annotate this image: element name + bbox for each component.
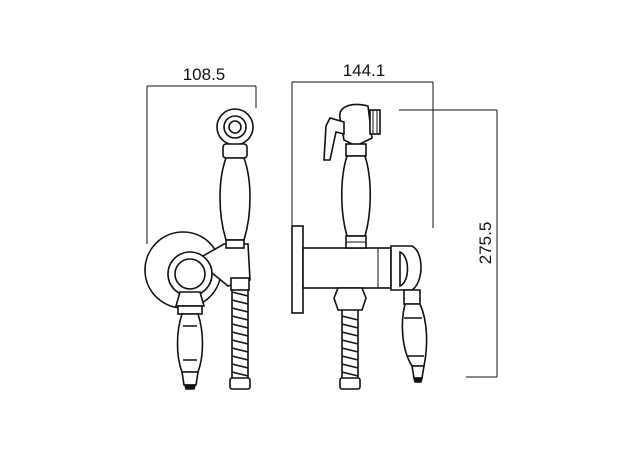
dimension-label-height: 275.5 bbox=[476, 222, 495, 265]
side-hose bbox=[333, 287, 367, 390]
side-handshower bbox=[323, 103, 381, 249]
dimension-front-width: 108.5 bbox=[146, 65, 257, 244]
front-lever bbox=[176, 313, 204, 390]
dimension-label-side-width: 144.1 bbox=[343, 61, 386, 80]
hose-nut-front bbox=[230, 277, 250, 291]
front-view bbox=[144, 108, 254, 390]
dimension-height: 275.5 bbox=[399, 109, 498, 378]
front-handshower bbox=[216, 108, 254, 249]
side-valve-body bbox=[302, 247, 392, 289]
front-valve bbox=[167, 251, 213, 315]
dimension-label-front-width: 108.5 bbox=[183, 65, 226, 84]
front-hose bbox=[229, 287, 251, 390]
dimension-side-width: 144.1 bbox=[291, 61, 434, 228]
holder-bracket bbox=[194, 243, 251, 287]
side-lever bbox=[401, 289, 428, 383]
side-view bbox=[291, 103, 428, 390]
side-wall-plate bbox=[291, 225, 304, 314]
